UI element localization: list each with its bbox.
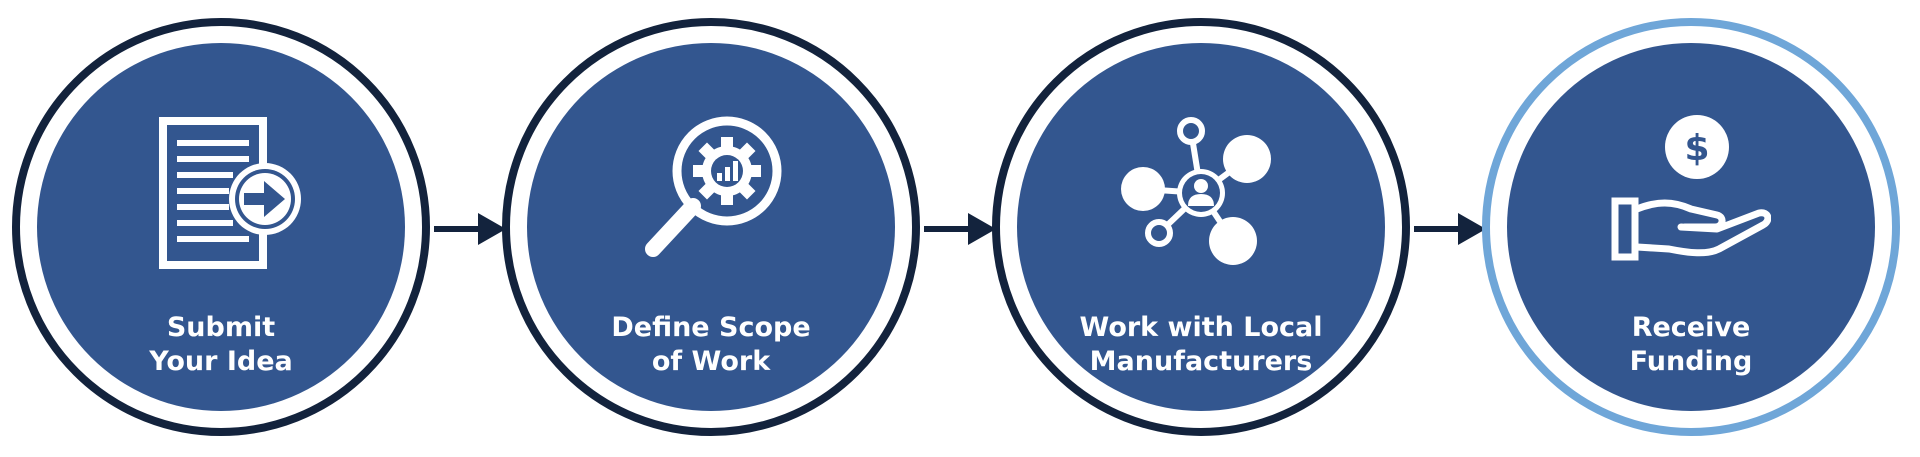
hand-coin-icon: $ <box>1611 113 1771 273</box>
step-local-manufacturers: Work with Local Manufacturers <box>992 18 1410 436</box>
step-label: Define Scope of Work <box>611 312 811 377</box>
step-label: Work with Local Manufacturers <box>1079 312 1323 377</box>
arrow-right-icon <box>924 211 996 247</box>
step-disc: $ Receive Funding <box>1507 43 1875 411</box>
step-receive-funding: $ Receive Funding <box>1482 18 1900 436</box>
magnifier-gear-icon <box>631 113 791 273</box>
step-disc: Define Scope of Work <box>527 43 895 411</box>
step-define-scope: Define Scope of Work <box>502 18 920 436</box>
arrow-right-icon <box>1414 211 1486 247</box>
document-arrow-icon <box>141 113 301 273</box>
arrow-right-icon <box>434 211 506 247</box>
step-disc: Submit Your Idea <box>37 43 405 411</box>
step-label: Receive Funding <box>1629 312 1753 377</box>
step-label: Submit Your Idea <box>149 312 293 377</box>
step-submit-idea: Submit Your Idea <box>12 18 430 436</box>
svg-text:$: $ <box>1684 128 1709 169</box>
network-nodes-icon <box>1121 113 1281 273</box>
step-disc: Work with Local Manufacturers <box>1017 43 1385 411</box>
